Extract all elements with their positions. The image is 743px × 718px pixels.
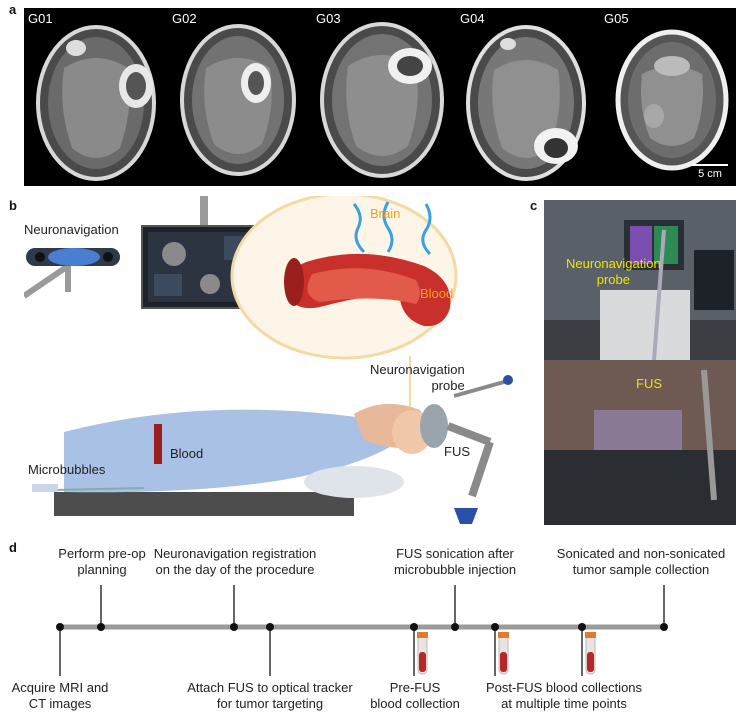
brain-scan-image <box>320 22 444 178</box>
timeline-axis <box>56 585 668 676</box>
label-fus: FUS <box>444 444 470 459</box>
fus-arm <box>420 375 513 524</box>
label-blood-inset: Blood <box>420 286 454 301</box>
mri-strip: G01 G02 G03 G04 <box>24 8 736 186</box>
blood-tube-icon <box>498 632 509 675</box>
operating-room-photo: Neuronavigation probe FUS <box>544 200 736 525</box>
photo-label-fus: FUS <box>636 376 662 391</box>
timeline-step-sonication: FUS sonication after microbubble injecti… <box>393 546 517 577</box>
scan-id: G05 <box>604 11 629 26</box>
mri-scan-g03: G03 <box>312 8 452 186</box>
blood-tube-icon <box>417 632 428 675</box>
brain-scan-image <box>466 25 586 181</box>
brain-scan-image <box>615 29 729 171</box>
timeline-dots <box>56 623 668 631</box>
mri-scan-g04: G04 <box>456 8 596 186</box>
label-brain: Brain <box>370 206 401 221</box>
brain-signal-arrows <box>352 201 432 256</box>
scan-id: G01 <box>28 11 53 26</box>
label-nav-probe: Neuronavigation probe <box>370 362 465 393</box>
timeline: Perform pre-op planning Neuronavigation … <box>0 540 743 718</box>
scan-id: G03 <box>316 11 341 26</box>
timeline-step-pre-fus-blood: Pre-FUS blood collection <box>370 680 460 711</box>
panel-label-b: b <box>9 198 17 213</box>
timeline-step-post-fus-blood: Post-FUS blood collections at multiple t… <box>485 680 643 711</box>
panel-label-a: a <box>9 2 17 17</box>
scan-id: G02 <box>172 11 197 26</box>
timeline-step-mri-ct: Acquire MRI and CT images <box>11 680 109 711</box>
blood-tube-icon <box>585 632 596 675</box>
label-neuronavigation: Neuronavigation <box>24 222 119 237</box>
scale-bar-line <box>692 164 728 166</box>
label-microbubbles: Microbubbles <box>28 462 106 477</box>
mri-scan-g01: G01 <box>24 8 164 186</box>
setup-drawing <box>24 196 513 524</box>
photo-scene <box>544 200 736 525</box>
scale-bar-label: 5 cm <box>698 168 722 180</box>
timeline-step-attach-fus: Attach FUS to optical tracker for tumor … <box>187 680 353 711</box>
panel-label-c: c <box>530 198 538 213</box>
setup-illustration: Neuronavigation Brain Blood Neuronavigat… <box>24 196 534 536</box>
scan-id: G04 <box>460 11 485 26</box>
scale-bar: 5 cm <box>692 164 728 180</box>
patient <box>54 403 432 516</box>
blood-vessel <box>284 253 451 327</box>
brain-scan-image <box>36 25 156 181</box>
panel-label-d: d <box>9 540 17 555</box>
label-blood: Blood <box>170 446 204 461</box>
brain-scan-image <box>180 24 296 176</box>
neuronavigation-camera <box>24 248 120 299</box>
timeline-step-preop: Perform pre-op planning <box>58 546 146 577</box>
mri-scan-g02: G02 <box>168 8 308 186</box>
timeline-step-registration: Neuronavigation registration on the day … <box>153 546 317 577</box>
photo-label-nav-probe: Neuronavigation probe <box>566 256 661 287</box>
mri-scan-g05: G05 <box>600 8 740 186</box>
timeline-step-sample-collection: Sonicated and non-sonicated tumor sample… <box>556 546 726 577</box>
iv-line <box>32 424 162 492</box>
